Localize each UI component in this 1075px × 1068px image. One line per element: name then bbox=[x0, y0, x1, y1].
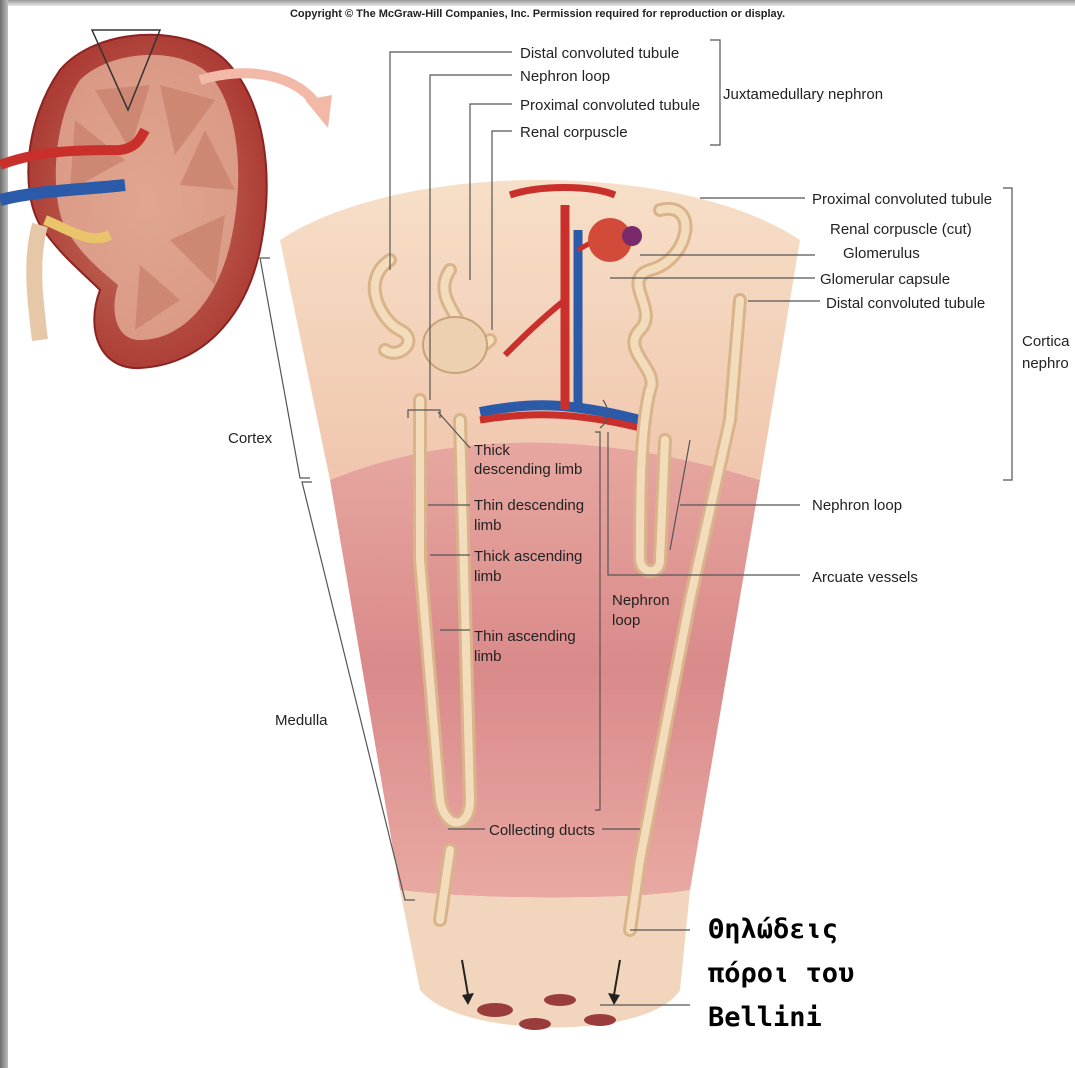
label-thin-ascending-limb-line1: Thin ascending bbox=[474, 628, 576, 645]
label-cortical-nephron-line1: Cortica bbox=[1022, 333, 1070, 350]
label-thick-ascending-limb-line1: Thick ascending bbox=[474, 548, 582, 565]
label-right-distal-convoluted-tubule: Distal convoluted tubule bbox=[826, 295, 985, 312]
label-cortical-nephron-line2: nephro bbox=[1022, 355, 1069, 372]
bellini-line-1: Θηλώδεις bbox=[708, 908, 854, 952]
label-right-nephron-loop: Nephron loop bbox=[812, 497, 902, 514]
label-top-nephron-loop: Nephron loop bbox=[520, 68, 610, 85]
label-nephron-loop-mid-line2: loop bbox=[612, 612, 640, 629]
label-thin-ascending-limb-line2: limb bbox=[474, 648, 502, 665]
label-arcuate-vessels: Arcuate vessels bbox=[812, 569, 918, 586]
label-thick-ascending-limb-line2: limb bbox=[474, 568, 502, 585]
label-top-distal-convoluted-tubule: Distal convoluted tubule bbox=[520, 45, 679, 62]
label-thick-descending-limb-line2: descending limb bbox=[474, 461, 582, 478]
label-top-proximal-convoluted-tubule: Proximal convoluted tubule bbox=[520, 97, 700, 114]
label-top-renal-corpuscle: Renal corpuscle bbox=[520, 124, 628, 141]
label-right-glomerulus: Glomerulus bbox=[843, 245, 920, 262]
bellini-line-3: Bellini bbox=[708, 996, 854, 1040]
kidney-inset bbox=[0, 30, 267, 368]
label-medulla: Medulla bbox=[275, 712, 328, 729]
label-thin-descending-limb-line2: limb bbox=[474, 517, 502, 534]
renal-wedge bbox=[280, 180, 800, 1030]
label-right-renal-corpuscle-cut: Renal corpuscle (cut) bbox=[830, 221, 972, 238]
label-right-glomerular-capsule: Glomerular capsule bbox=[820, 271, 950, 288]
bellini-ducts-label: Θηλώδεις πόροι του Bellini bbox=[708, 908, 854, 1040]
label-thick-descending-limb-line1: Thick bbox=[474, 442, 510, 459]
label-nephron-loop-mid-line1: Nephron bbox=[612, 592, 670, 609]
label-cortex: Cortex bbox=[228, 430, 273, 447]
renal-corpuscle-shape bbox=[423, 317, 487, 373]
label-collecting-ducts: Collecting ducts bbox=[489, 822, 595, 839]
label-thin-descending-limb-line1: Thin descending bbox=[474, 497, 584, 514]
label-right-proximal-convoluted-tubule: Proximal convoluted tubule bbox=[812, 191, 992, 208]
label-juxtamedullary-nephron: Juxtamedullary nephron bbox=[723, 86, 883, 103]
bellini-line-2: πόροι του bbox=[708, 952, 854, 996]
